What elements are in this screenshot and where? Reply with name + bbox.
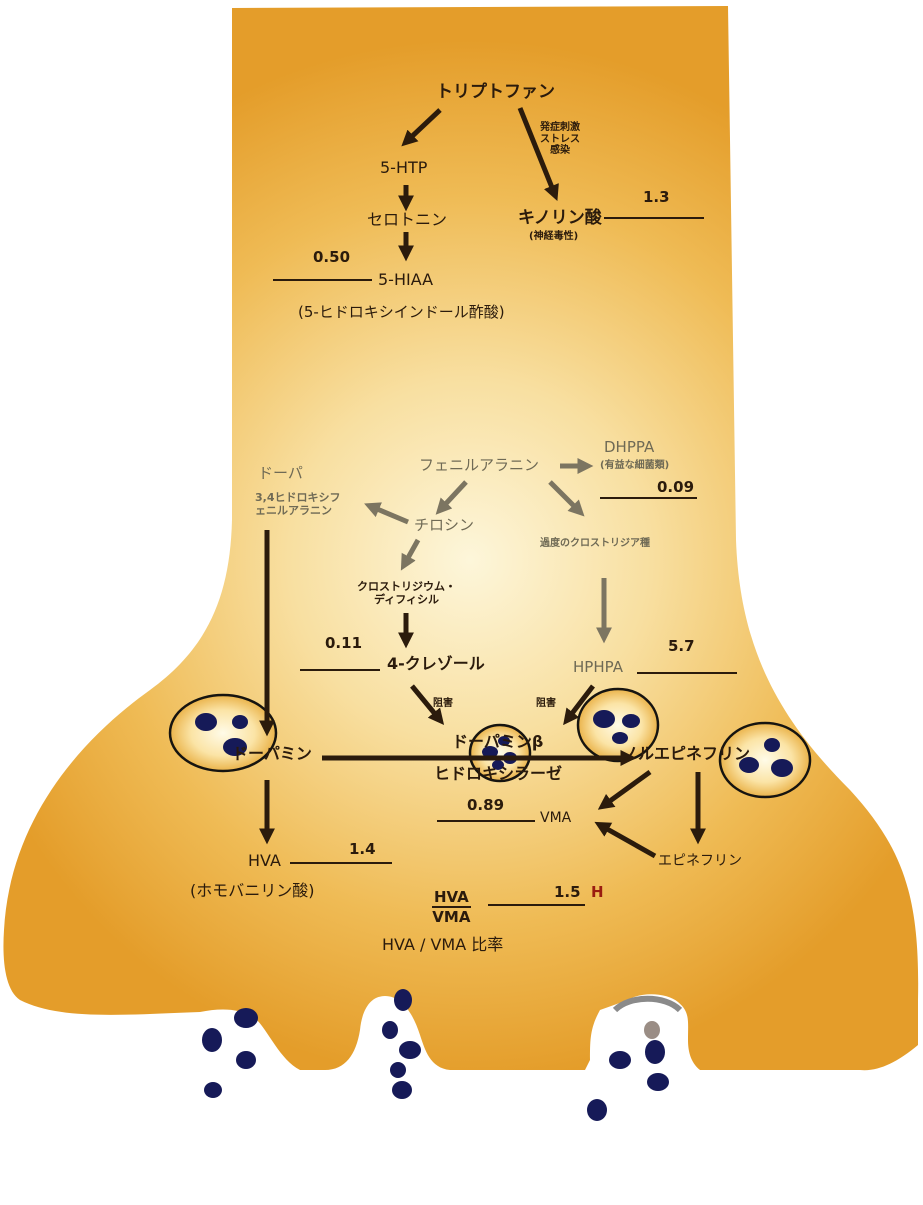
label-5htp: 5-HTP (380, 160, 427, 176)
value-vma: 0.89 (467, 798, 504, 813)
label-dopa: ドーパ (258, 466, 303, 481)
ratio-numerator: HVA (432, 890, 471, 908)
label-4-cresol: 4-クレゾール (387, 656, 485, 672)
ratio-denominator: VMA (432, 908, 471, 925)
label-serotonin: セロトニン (367, 212, 447, 228)
label-tryptophan: トリプトファン (436, 84, 555, 101)
value-5hiaa: 0.50 (313, 250, 350, 265)
label-enzyme-name-1: ドーパミンβ (452, 734, 543, 750)
label-5hiaa: 5-HIAA (378, 272, 433, 288)
label-dopa-full: 3,4ヒドロキシフ ェニルアラニン (255, 492, 341, 517)
label-dhppa: DHPPA (604, 440, 654, 455)
label-5hiaa-full: (5-ヒドロキシインドール酢酸) (298, 305, 505, 320)
value-hphpa: 5.7 (668, 639, 695, 654)
label-hphpa: HPHPA (573, 660, 623, 675)
label-inhibit-right: 阻害 (536, 698, 556, 710)
label-enzyme-name-2: ヒドロキシラーゼ (434, 766, 562, 782)
value-quinolinic: 1.3 (643, 190, 670, 205)
label-phenylalanine: フェニルアラニン (419, 458, 539, 473)
note-trigger: 発症刺激 ストレス 感染 (540, 122, 580, 157)
value-dhppa: 0.09 (657, 480, 694, 495)
label-hva: HVA (248, 853, 281, 869)
flag-high: H (591, 885, 604, 900)
receptor-pocket (615, 999, 680, 1039)
value-hva-vma-ratio: 1.5 (554, 885, 581, 900)
value-hva: 1.4 (349, 842, 376, 857)
note-neurotoxic: (神経毒性) (529, 231, 578, 243)
label-clostridia-overgrowth: 過度のクロストリジア種 (540, 538, 650, 550)
label-hva-vma-ratio: HVA / VMA 比率 (382, 937, 503, 953)
label-dopamine: ドーパミン (232, 746, 312, 762)
label-hva-full: (ホモバニリン酸) (190, 883, 315, 899)
ratio-fraction: HVA VMA (432, 890, 471, 925)
label-epinephrine: エピネフリン (658, 854, 742, 868)
note-beneficial-bacteria: (有益な細菌類) (600, 460, 669, 472)
label-quinolinic-acid: キノリン酸 (518, 210, 602, 227)
label-vma: VMA (540, 811, 571, 825)
label-tyrosine: チロシン (414, 518, 474, 533)
label-norepinephrine: ノルエピネフリン (622, 746, 750, 762)
label-c-difficile: クロストリジウム・ ディフィシル (357, 581, 456, 606)
value-cresol: 0.11 (325, 636, 362, 651)
label-inhibit-left: 阻害 (433, 698, 453, 710)
